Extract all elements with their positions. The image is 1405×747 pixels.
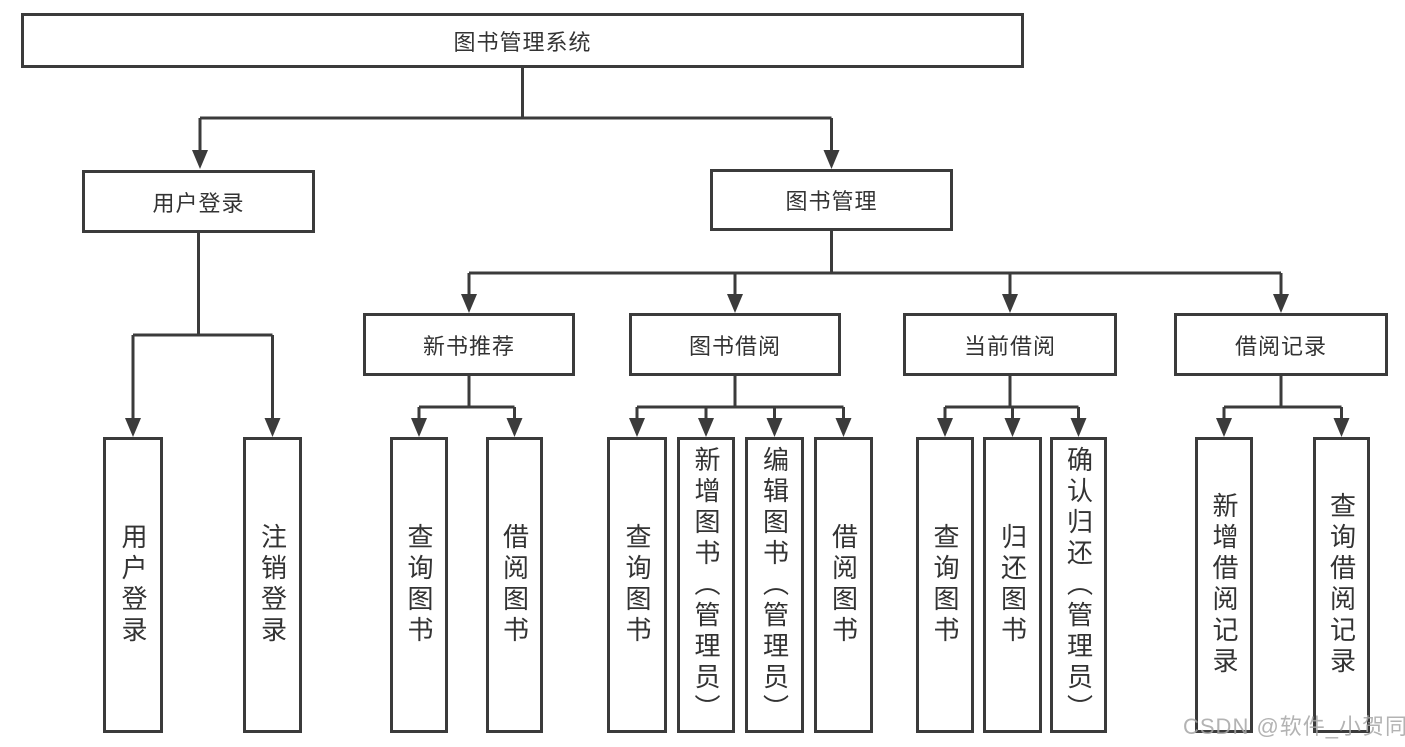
leaf-add-borrow-record-label: 新增借阅记录 <box>1209 492 1239 678</box>
leaf-query-books-borrowing: 查询图书 <box>607 437 667 733</box>
leaf-query-books-recommend-label: 查询图书 <box>404 523 434 647</box>
node-borrowing-records-label: 借阅记录 <box>1234 333 1327 359</box>
node-book-management: 图书管理 <box>710 169 953 231</box>
csdn-watermark: CSDN @软件_小贺同学 <box>1183 714 1405 739</box>
leaf-add-borrow-record: 新增借阅记录 <box>1195 437 1253 733</box>
leaf-query-books-recommend: 查询图书 <box>390 437 448 733</box>
leaf-query-borrow-record-label: 查询借阅记录 <box>1326 492 1357 678</box>
node-book-borrowing: 图书借阅 <box>629 313 841 376</box>
leaf-edit-books-admin-label: 编辑图书（管理员） <box>759 445 790 725</box>
node-current-borrowing-label: 当前借阅 <box>963 333 1056 359</box>
leaf-query-books-current-label: 查询图书 <box>930 523 960 647</box>
leaf-add-books-admin: 新增图书（管理员） <box>677 437 735 733</box>
leaf-borrow-books-label: 借阅图书 <box>828 523 859 647</box>
node-book-management-label: 图书管理 <box>785 189 878 214</box>
arrowheads <box>125 150 1350 437</box>
node-borrowing-records: 借阅记录 <box>1174 313 1388 376</box>
node-library-management-system-label: 图书管理系统 <box>453 29 592 55</box>
leaf-return-books-label: 归还图书 <box>997 523 1028 647</box>
leaf-edit-books-admin: 编辑图书（管理员） <box>745 437 804 733</box>
node-user-login-label: 用户登录 <box>152 190 245 216</box>
node-new-book-recommendation-label: 新书推荐 <box>422 333 515 359</box>
leaf-query-books-current: 查询图书 <box>916 437 974 733</box>
leaf-borrow-books-recommend: 借阅图书 <box>486 437 543 733</box>
leaf-logout: 注销登录 <box>243 437 302 733</box>
leaf-user-login: 用户登录 <box>103 437 163 733</box>
node-user-login: 用户登录 <box>82 170 315 233</box>
leaf-confirm-return-admin: 确认归还（管理员） <box>1050 437 1107 733</box>
node-new-book-recommendation: 新书推荐 <box>363 313 575 376</box>
leaf-query-books-borrowing-label: 查询图书 <box>622 523 652 647</box>
node-current-borrowing: 当前借阅 <box>903 313 1117 376</box>
leaf-query-borrow-record: 查询借阅记录 <box>1313 437 1370 733</box>
leaf-borrow-books-recommend-label: 借阅图书 <box>499 523 530 647</box>
node-book-borrowing-label: 图书借阅 <box>688 333 781 359</box>
leaf-return-books: 归还图书 <box>983 437 1042 733</box>
leaf-borrow-books: 借阅图书 <box>814 437 873 733</box>
leaf-add-books-admin-label: 新增图书（管理员） <box>691 445 721 725</box>
leaf-user-login-label: 用户登录 <box>118 523 148 647</box>
leaf-logout-label: 注销登录 <box>257 523 288 647</box>
node-library-management-system: 图书管理系统 <box>21 13 1024 68</box>
leaf-confirm-return-admin-label: 确认归还（管理员） <box>1063 445 1094 725</box>
